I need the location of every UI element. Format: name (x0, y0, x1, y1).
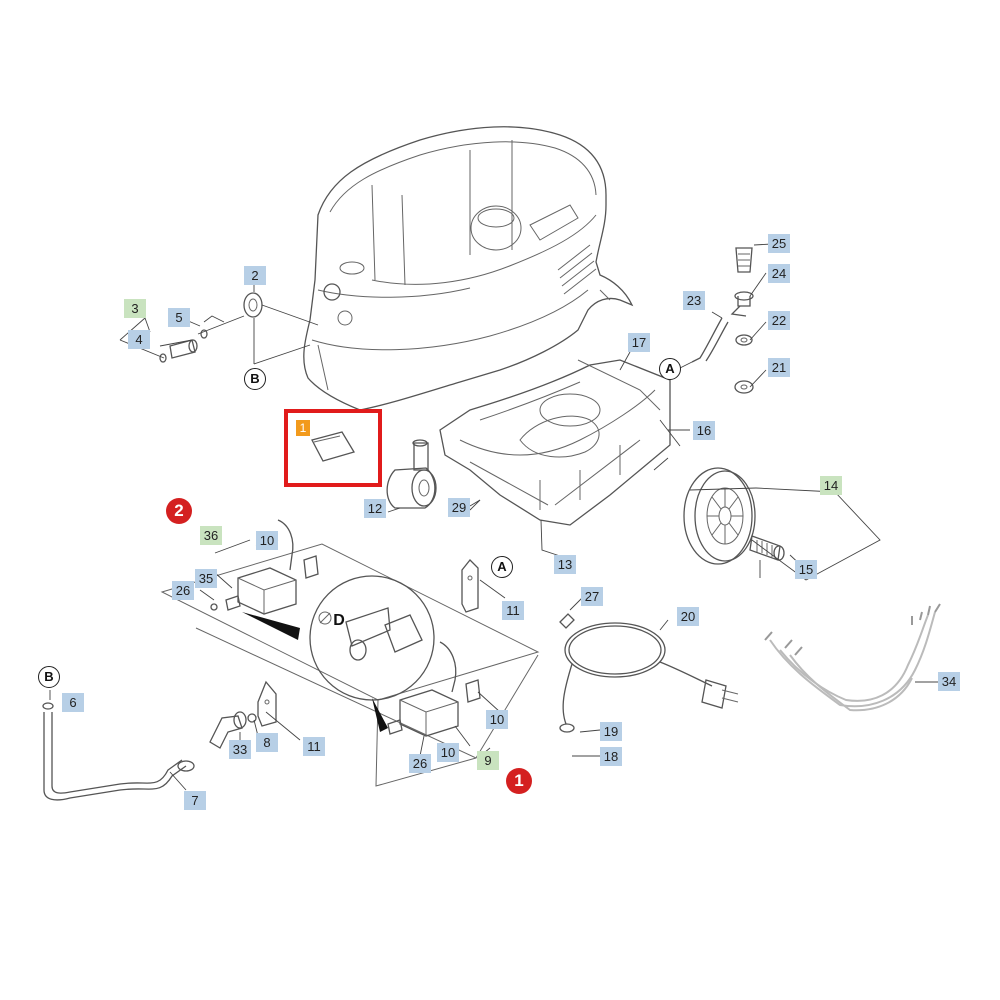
part-label-33: 33 (229, 740, 251, 759)
callout-2: 2 (166, 498, 192, 524)
part-label-29: 29 (448, 498, 470, 517)
part-label-12: 12 (364, 499, 386, 518)
part-label-18: 18 (600, 747, 622, 766)
part-label-2: 2 (244, 266, 266, 285)
part-label-10: 10 (437, 743, 459, 762)
part-label-10: 10 (486, 710, 508, 729)
part-label-1: 1 (296, 420, 310, 436)
part-label-6: 6 (62, 693, 84, 712)
tank-body (303, 126, 634, 411)
part-label-7: 7 (184, 791, 206, 810)
part-label-25: 25 (768, 234, 790, 253)
part-label-13: 13 (554, 555, 576, 574)
reference-letter-a: A (491, 556, 513, 578)
reference-letter-a: A (659, 358, 681, 380)
leader-lines (49, 243, 938, 791)
reference-letter-b: B (38, 666, 60, 688)
part-label-26: 26 (172, 581, 194, 600)
part-label-10: 10 (256, 531, 278, 550)
wiring-harness (764, 603, 941, 712)
part-label-15: 15 (795, 560, 817, 579)
part-label-9: 9 (477, 751, 499, 770)
left-connector-parts (159, 292, 263, 363)
part-label-27: 27 (581, 587, 603, 606)
part-label-3: 3 (124, 299, 146, 318)
hose-assembly (42, 702, 195, 801)
part-label-34: 34 (938, 672, 960, 691)
part-label-14: 14 (820, 476, 842, 495)
part-label-21: 21 (768, 358, 790, 377)
reference-letter-d: D (333, 612, 345, 629)
elbow-fitting (209, 711, 257, 749)
part-label-5: 5 (168, 308, 190, 327)
highlight-box-part-1 (284, 409, 382, 487)
part-label-22: 22 (768, 311, 790, 330)
part-label-8: 8 (256, 733, 278, 752)
part-label-19: 19 (600, 722, 622, 741)
part-label-23: 23 (683, 291, 705, 310)
rear-wheel (683, 467, 785, 565)
callout-1: 1 (506, 768, 532, 794)
chassis (439, 359, 671, 526)
cover-plate (311, 431, 355, 462)
part-label-11: 11 (303, 737, 325, 756)
switch-assembly (160, 519, 540, 787)
part-label-26: 26 (409, 754, 431, 773)
part-label-16: 16 (693, 421, 715, 440)
power-cable (559, 613, 739, 733)
part-label-11: 11 (502, 601, 524, 620)
castor-wheel (386, 439, 437, 509)
part-label-4: 4 (128, 330, 150, 349)
float-valve-parts (691, 247, 754, 394)
part-label-20: 20 (677, 607, 699, 626)
part-label-24: 24 (768, 264, 790, 283)
part-label-17: 17 (628, 333, 650, 352)
part-label-35: 35 (195, 569, 217, 588)
reference-letter-b: B (244, 368, 266, 390)
part-label-36: 36 (200, 526, 222, 545)
